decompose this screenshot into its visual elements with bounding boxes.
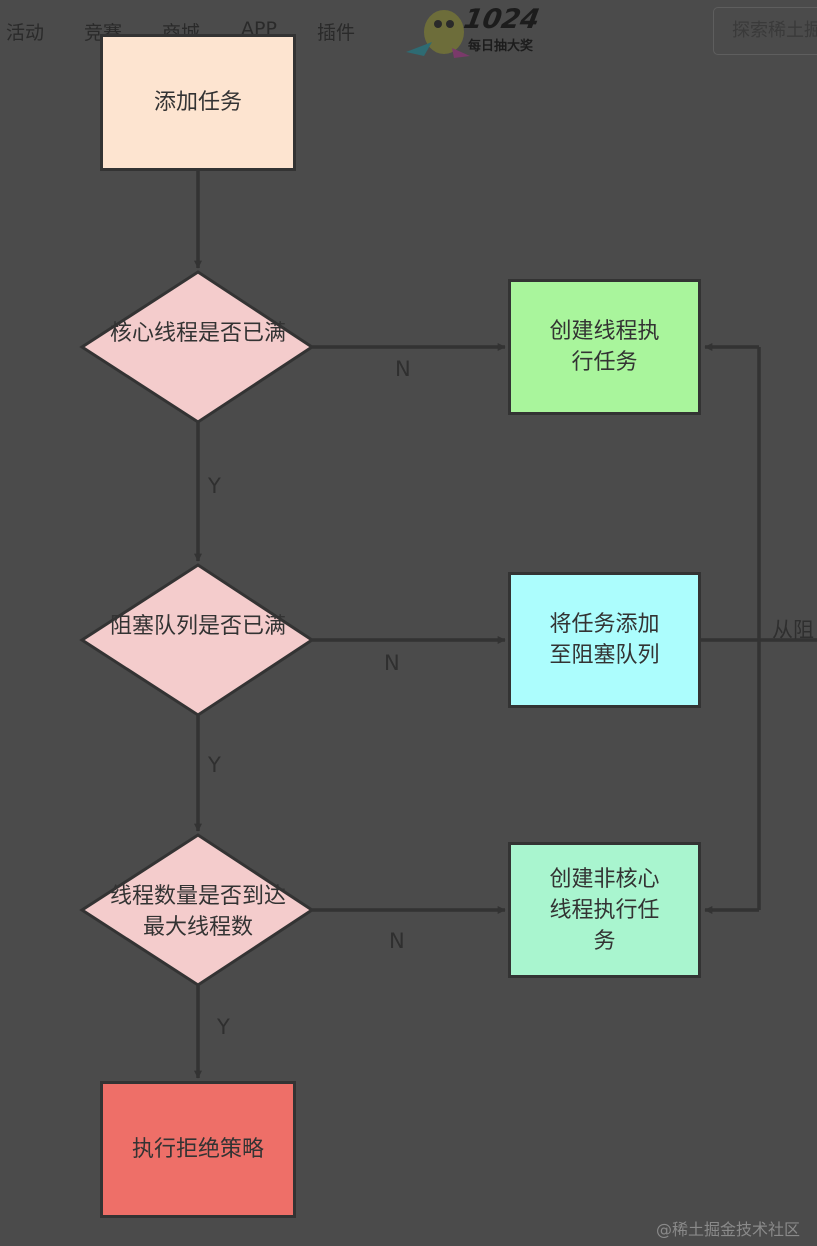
edge-label-max-yes: Y xyxy=(217,1015,230,1039)
edge-label-queue-yes: Y xyxy=(208,753,221,777)
decision-queue-label: 阻塞队列是否已满 xyxy=(109,614,286,639)
create-core-thread-node: 创建线程执行任务 xyxy=(508,279,701,415)
top-nav: 活动 竞赛 商城 APP 插件 1024 每日抽大奖 探索稀土掘金 xyxy=(0,0,817,62)
start-node: 添加任务 xyxy=(100,34,296,171)
reject-policy-label: 执行拒绝策略 xyxy=(131,1137,264,1162)
edge-label-core-no: N xyxy=(395,357,411,381)
badge-caption: 每日抽大奖 xyxy=(468,39,534,54)
lottery-badge[interactable]: 1024 每日抽大奖 xyxy=(402,2,562,60)
edge-label-from-queue: 从阻 xyxy=(772,618,814,642)
watermark: @稀土掘金技术社区 xyxy=(656,1220,801,1239)
create-noncore-thread-label: 创建非核心线程执行任务 xyxy=(549,866,660,954)
edge-label-core-yes: Y xyxy=(208,474,221,498)
search-input[interactable]: 探索稀土掘金 xyxy=(713,7,817,55)
mascot-icon xyxy=(406,10,470,58)
decision-max-label: 线程数量是否到达最大线程数 xyxy=(109,884,286,940)
create-core-thread-label: 创建线程执行任务 xyxy=(549,319,660,375)
decision-core-label: 核心线程是否已满 xyxy=(109,321,286,346)
nav-item-plugins[interactable]: 插件 xyxy=(317,22,356,44)
create-noncore-thread-node: 创建非核心线程执行任务 xyxy=(508,842,701,978)
edge-label-max-no: N xyxy=(389,929,405,953)
enqueue-label: 将任务添加至阻塞队列 xyxy=(549,612,660,668)
reject-policy-node: 执行拒绝策略 xyxy=(100,1081,296,1218)
nav-item-activity[interactable]: 活动 xyxy=(6,22,45,44)
start-node-label: 添加任务 xyxy=(153,90,242,115)
edge-label-queue-no: N xyxy=(384,651,400,675)
enqueue-node: 将任务添加至阻塞队列 xyxy=(508,572,701,708)
